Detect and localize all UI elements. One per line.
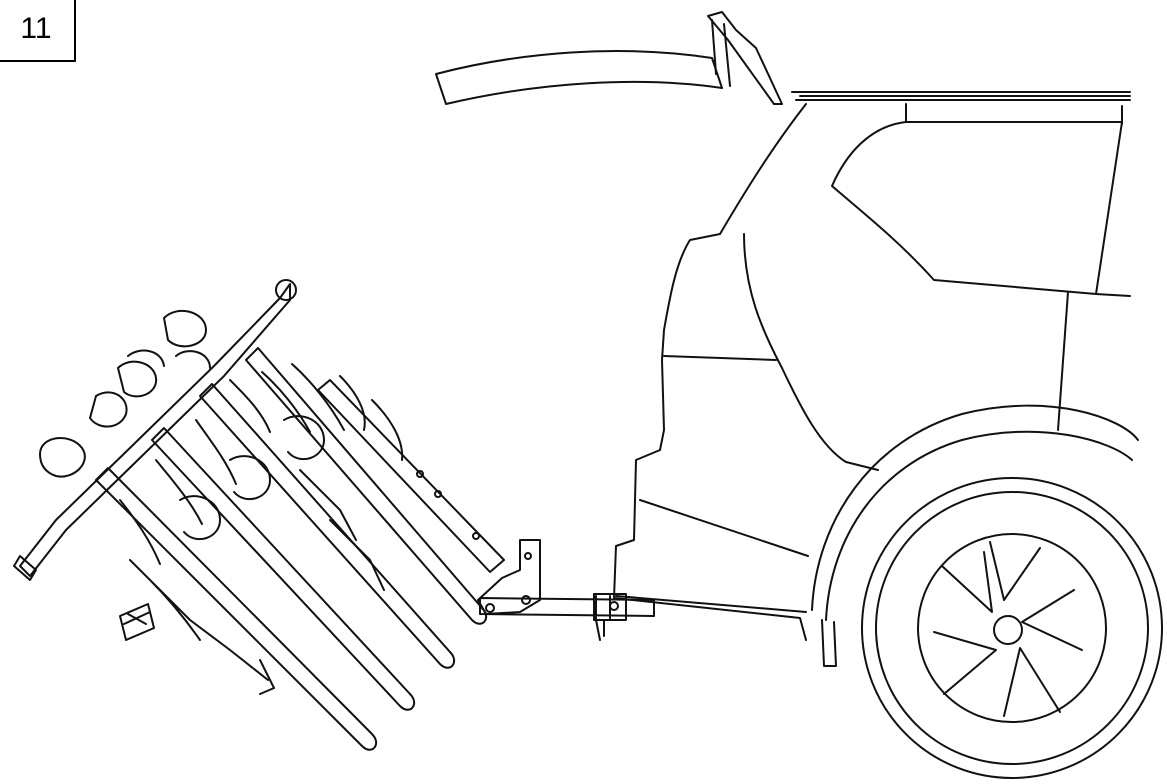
rack-arms	[119, 363, 345, 565]
strap-detail	[299, 375, 404, 591]
wheel-tray-3	[199, 383, 456, 669]
tail-light	[743, 233, 847, 463]
rim	[917, 533, 1107, 723]
hitch-bolt	[609, 601, 619, 611]
wheel-tray-1	[95, 467, 378, 751]
hitch-pin-clip	[593, 593, 627, 621]
bike-pedal	[119, 603, 155, 641]
bike-rack	[13, 279, 505, 751]
wheel-hooks	[179, 415, 325, 541]
tire-inner	[875, 491, 1149, 765]
liftgate-hinge	[707, 11, 783, 105]
rack-lower-detail	[129, 559, 275, 695]
bracket-bolt-1	[521, 595, 531, 605]
cradle-3	[117, 360, 158, 398]
bracket-bolt-3	[524, 552, 532, 560]
rear-wheel	[861, 477, 1163, 779]
c-pillar-seam	[905, 103, 1123, 125]
mount-bracket	[477, 539, 541, 615]
wheel-tray-2	[151, 427, 416, 711]
mast-hole-1	[416, 470, 424, 478]
step-number-box: 11	[0, 0, 76, 62]
rack-top-bar	[19, 283, 291, 577]
rear-bumper	[615, 499, 809, 613]
rim-spokes	[933, 541, 1083, 717]
mast-hole-3	[472, 532, 480, 540]
hitch-assembly	[477, 539, 655, 641]
cradle-1	[39, 436, 86, 478]
body-outline	[613, 103, 807, 641]
top-bar-end	[13, 555, 37, 581]
rack-mast	[317, 379, 505, 573]
step-number: 11	[20, 12, 52, 45]
mast-hole-2	[434, 490, 442, 498]
bracket-bolt-2	[485, 603, 495, 613]
body-crease	[663, 355, 879, 471]
roof-line	[791, 91, 1131, 101]
rear-side-window	[831, 121, 1123, 295]
cradle-4	[163, 309, 207, 348]
hitch-pin	[595, 619, 605, 641]
tire-outer	[861, 477, 1163, 779]
vehicle-rear	[435, 11, 1139, 667]
cradle-2	[89, 391, 128, 428]
wheel-arch	[811, 404, 1139, 611]
mud-flap	[821, 619, 837, 667]
wheel-tray-4	[245, 347, 488, 625]
hub	[993, 615, 1023, 645]
cradle-5	[127, 349, 211, 369]
wheel-arch-inner	[825, 430, 1133, 621]
liftgate-spoiler	[435, 50, 723, 105]
top-bar-cap	[275, 279, 297, 301]
hitch-receiver	[479, 595, 655, 621]
